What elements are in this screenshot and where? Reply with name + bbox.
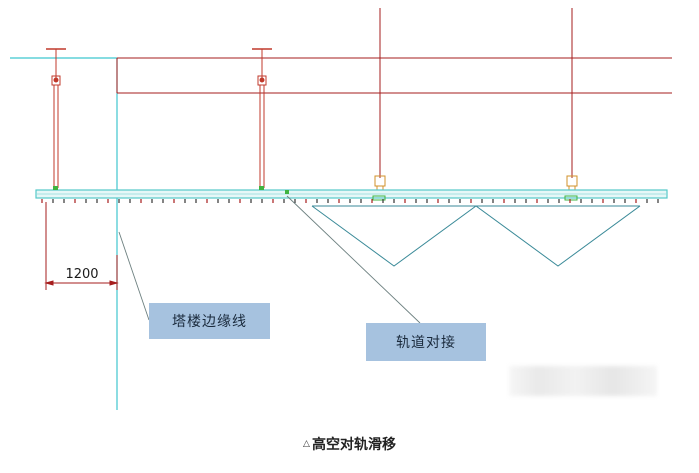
blurred-watermark <box>509 366 657 396</box>
caption-bar: △ 高空对轨滑移 <box>0 415 699 473</box>
leader-lines <box>118 195 421 324</box>
lower-truss <box>311 205 641 267</box>
caption-text: 高空对轨滑移 <box>311 437 396 453</box>
tower-edge-callout: 塔楼边缘线 <box>149 303 270 339</box>
figure-caption: △ 高空对轨滑移 <box>303 434 396 454</box>
dimension-label: 1200 <box>65 267 98 282</box>
hanger-rod-left <box>46 48 66 188</box>
hanger-rod-middle <box>252 48 272 188</box>
diagram-canvas: 1200 塔楼边缘线 轨道对接 <box>10 8 672 410</box>
upper-structure <box>116 8 672 178</box>
track-rail <box>35 189 668 199</box>
triangle-icon: △ <box>303 439 310 449</box>
rail-ticks <box>41 199 659 203</box>
dimension-1200 <box>44 202 119 290</box>
track-joint-callout: 轨道对接 <box>366 323 486 361</box>
engineering-drawing: 1200 <box>10 8 672 410</box>
joint-markers <box>53 186 578 201</box>
